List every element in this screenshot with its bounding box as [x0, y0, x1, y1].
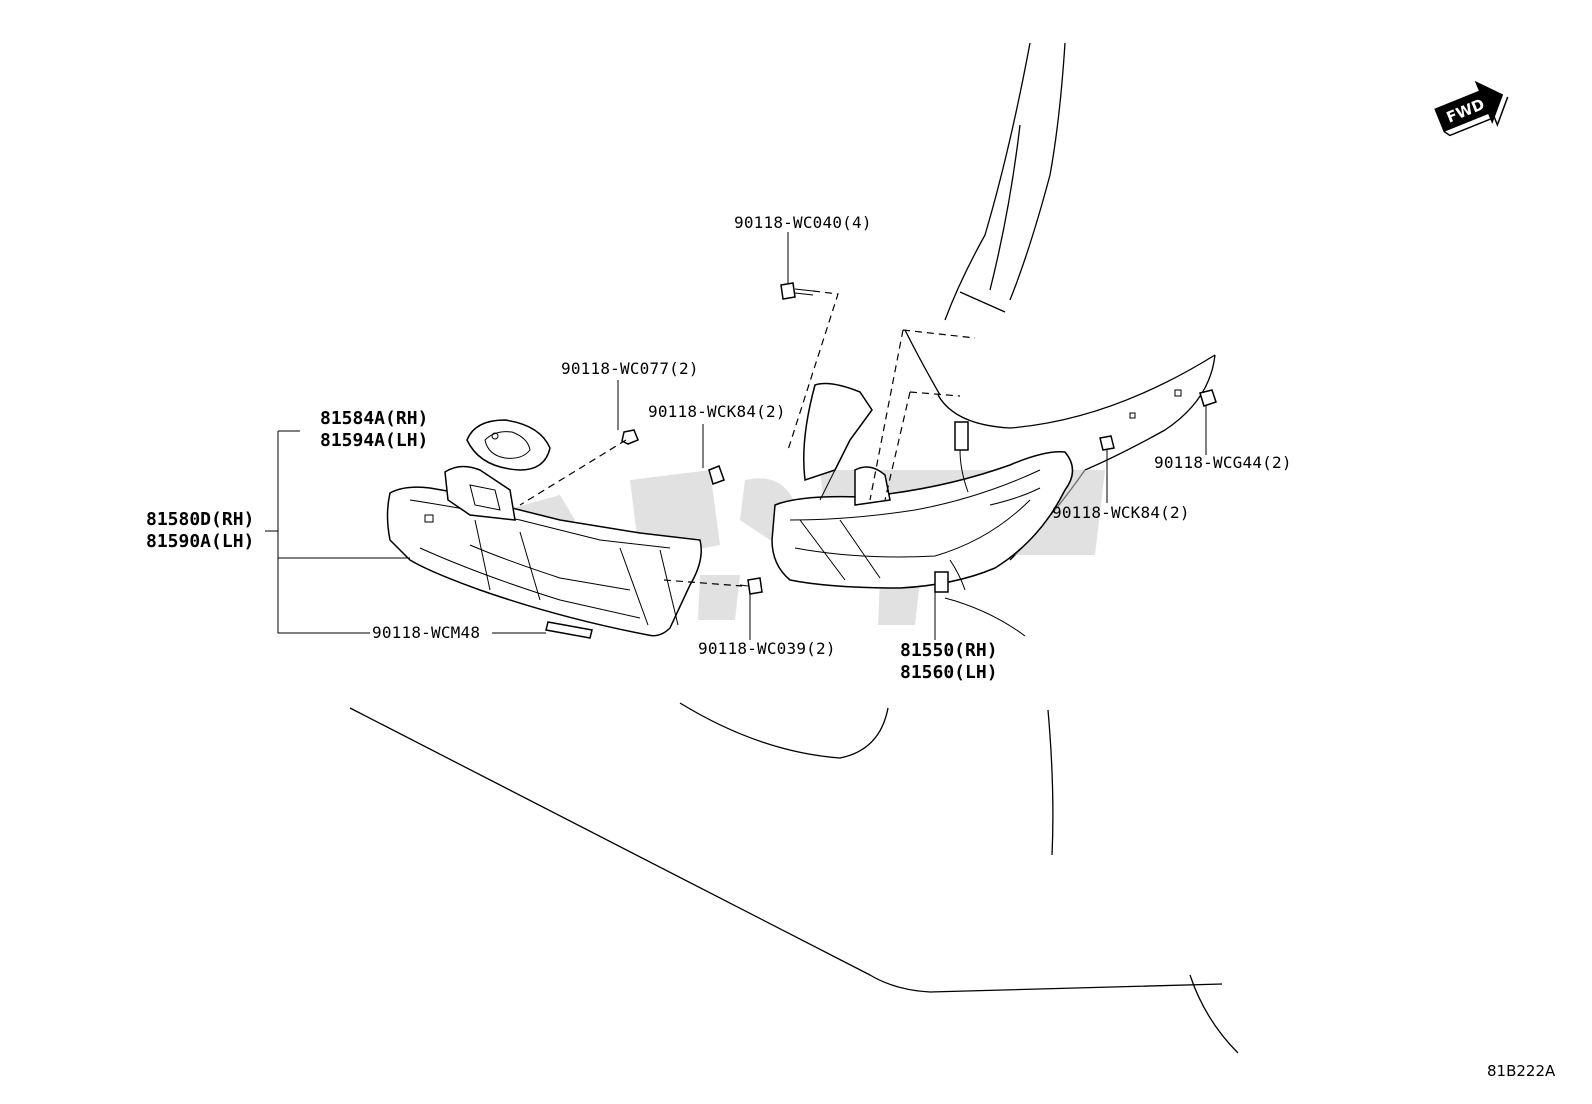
right-lamp-assembly	[771, 382, 1074, 593]
label-90118-wc039: 90118-WC039(2)	[698, 639, 836, 658]
label-90118-wcm48: 90118-WCM48	[372, 623, 480, 642]
label-81594a-lh: 81594A(LH)	[320, 430, 428, 451]
label-90118-wck84-right: 90118-WCK84(2)	[1052, 503, 1190, 522]
label-81584a-rh: 81584A(RH)	[320, 408, 428, 429]
leader-lines	[265, 232, 1207, 640]
label-81560-lh: 81560(LH)	[900, 662, 998, 683]
label-81590a-lh: 81590A(LH)	[146, 531, 254, 552]
diagram-code: 81B222A	[1487, 1062, 1556, 1080]
label-81550-rh: 81550(RH)	[900, 640, 998, 661]
label-90118-wcg44: 90118-WCG44(2)	[1154, 453, 1292, 472]
left-lamp-assembly	[386, 419, 702, 639]
label-81580d-rh: 81580D(RH)	[146, 509, 254, 530]
label-90118-wc040: 90118-WC040(4)	[734, 213, 872, 232]
label-90118-wck84-left: 90118-WCK84(2)	[648, 402, 786, 421]
install-lines	[519, 290, 976, 587]
fwd-arrow: FWD	[1434, 80, 1509, 137]
label-90118-wc077: 90118-WC077(2)	[561, 359, 699, 378]
part-labels: 90118-WC040(4) 90118-WC077(2) 90118-WCK8…	[146, 213, 1292, 683]
